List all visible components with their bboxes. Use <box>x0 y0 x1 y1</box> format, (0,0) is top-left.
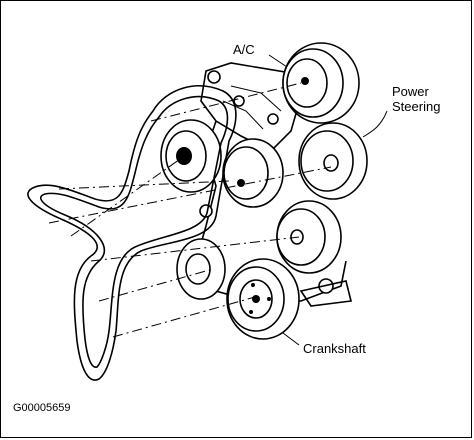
crankshaft-pulley <box>226 258 300 340</box>
serpentine-belt <box>27 85 237 381</box>
alternator-pulley <box>276 200 342 274</box>
crankshaft-label: Crankshaft <box>303 341 366 356</box>
figure-code: G00005659 <box>13 402 71 414</box>
power-steering-label-line1: Power <box>392 84 430 99</box>
power-steering-label-line2: Steering <box>392 99 440 114</box>
alignment-lines <box>48 82 332 338</box>
tensioner-pulley <box>160 119 222 193</box>
power-steering-pulley <box>298 122 368 200</box>
ac-pulley <box>282 42 360 124</box>
center-idler-pulley <box>222 138 284 208</box>
callout-lines <box>268 54 388 346</box>
idler-pulley-lower <box>176 238 226 300</box>
ac-label: A/C <box>233 42 255 57</box>
